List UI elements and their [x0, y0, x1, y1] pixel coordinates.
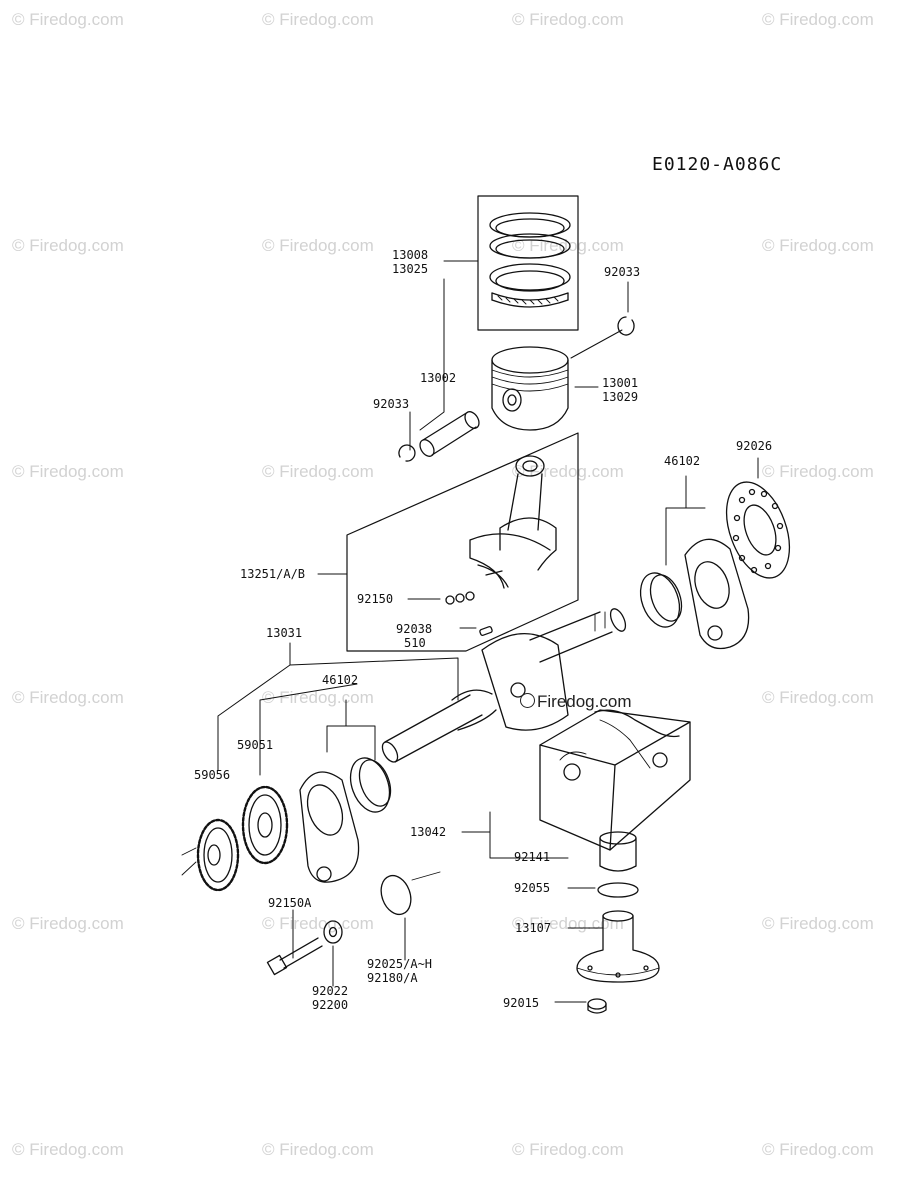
part-label[interactable]: 510: [404, 636, 426, 650]
watermark: © Firedog.com: [12, 462, 124, 481]
part-label[interactable]: 92033: [373, 397, 410, 411]
center-watermark: Firedog.com: [520, 692, 631, 712]
bushing-92141: [599, 831, 637, 872]
copyright-icon: [520, 693, 535, 708]
part-label[interactable]: 13008: [392, 248, 429, 262]
part-label[interactable]: 92033: [604, 265, 641, 279]
part-label[interactable]: 46102: [664, 454, 701, 468]
crankshaft: [381, 608, 627, 763]
connecting-rod-group: [346, 432, 579, 652]
watermark: © Firedog.com: [762, 10, 874, 29]
nut-92015: [587, 998, 607, 1014]
washer-92022: [323, 920, 343, 944]
left-bearing-plate: [299, 757, 392, 883]
diagram-code: E0120-A086C: [652, 154, 783, 175]
crankcase-block: [539, 709, 691, 851]
piston-rings-group: [477, 195, 579, 331]
part-label[interactable]: 92150: [357, 592, 394, 606]
part-label[interactable]: 13002: [420, 371, 457, 385]
watermark: © Firedog.com: [262, 914, 374, 933]
part-label[interactable]: 13042: [410, 825, 447, 839]
part-label[interactable]: 13031: [266, 626, 303, 640]
part-label[interactable]: 92180/A: [367, 971, 418, 985]
part-label[interactable]: 13029: [602, 390, 639, 404]
watermark: © Firedog.com: [762, 1140, 874, 1159]
watermark: © Firedog.com: [12, 688, 124, 707]
key-92038: [479, 626, 493, 636]
watermark: © Firedog.com: [262, 10, 374, 29]
part-label[interactable]: 13107: [515, 921, 552, 935]
piston-pin: [419, 411, 480, 457]
part-label[interactable]: 92026: [736, 439, 773, 453]
part-label[interactable]: 92022: [312, 984, 349, 998]
watermark: © Firedog.com: [12, 1140, 124, 1159]
part-label[interactable]: 92038: [396, 622, 433, 636]
watermark: © Firedog.com: [12, 10, 124, 29]
part-label[interactable]: 92055: [514, 881, 551, 895]
bolt-92150A: [266, 937, 323, 976]
part-label[interactable]: 59051: [237, 738, 274, 752]
part-label[interactable]: 92141: [514, 850, 551, 864]
part-label[interactable]: 92015: [503, 996, 540, 1010]
circlip-left: [398, 444, 416, 462]
part-label[interactable]: 92150A: [268, 896, 312, 910]
watermark: © Firedog.com: [762, 914, 874, 933]
gear-59056: [181, 818, 240, 892]
right-bearing-plate: [639, 538, 750, 650]
watermark: © Firedog.com: [262, 1140, 374, 1159]
shim-92025: [380, 871, 441, 916]
part-label[interactable]: 46102: [322, 673, 359, 687]
watermark: © Firedog.com: [262, 236, 374, 255]
flange-13107: [576, 910, 660, 983]
watermark: © Firedog.com: [512, 1140, 624, 1159]
gear-59051: [241, 785, 289, 865]
watermark: © Firedog.com: [762, 462, 874, 481]
part-label[interactable]: 13025: [392, 262, 429, 276]
watermark: © Firedog.com: [512, 10, 624, 29]
piston: [491, 346, 569, 431]
watermark: © Firedog.com: [12, 236, 124, 255]
part-label[interactable]: 59056: [194, 768, 231, 782]
watermark: © Firedog.com: [762, 688, 874, 707]
gasket-92026: [725, 481, 791, 579]
part-label[interactable]: 92025/A~H: [367, 957, 433, 971]
watermark: © Firedog.com: [262, 462, 374, 481]
watermark: © Firedog.com: [512, 462, 624, 481]
part-label[interactable]: 92200: [312, 998, 349, 1012]
o-ring-92055: [597, 882, 639, 898]
leader-lines: [217, 260, 759, 1003]
watermark: © Firedog.com: [12, 914, 124, 933]
circlip-top: [617, 316, 635, 336]
part-label[interactable]: 13001: [602, 376, 639, 390]
center-watermark-text: Firedog.com: [537, 692, 632, 711]
part-label[interactable]: 13251/A/B: [240, 567, 306, 581]
watermark: © Firedog.com: [762, 236, 874, 255]
